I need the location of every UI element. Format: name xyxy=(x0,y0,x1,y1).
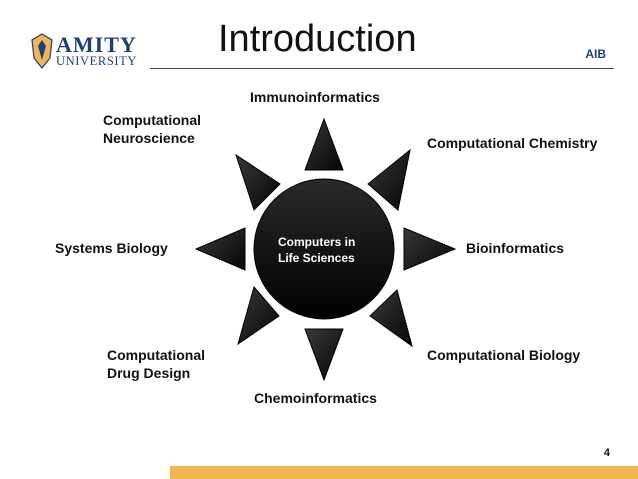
arrow-top-left xyxy=(235,153,281,211)
logo-text-amity: AMITY xyxy=(56,32,137,57)
logo-text-university: UNIVERSITY xyxy=(56,54,137,68)
header-divider xyxy=(150,68,614,69)
page-number: 4 xyxy=(603,447,610,459)
arrow-top-right xyxy=(367,148,411,211)
arrow-bottom-right xyxy=(369,289,413,348)
hub-label: Computers in Life Sciences xyxy=(278,235,356,265)
label-chemoinformatics: Chemoinformatics xyxy=(254,390,377,406)
arrow-top xyxy=(304,117,344,171)
footer-bar xyxy=(170,466,638,479)
label-line: Computational xyxy=(103,112,201,128)
label-computational-chemistry: Computational Chemistry xyxy=(427,135,598,151)
crest-icon xyxy=(31,33,53,69)
label-line: Drug Design xyxy=(107,365,191,381)
label-line: Neuroscience xyxy=(103,130,195,146)
amity-logo: AMITY UNIVERSITY xyxy=(30,32,150,72)
label-computational-biology: Computational Biology xyxy=(427,347,581,363)
page-title: Introduction xyxy=(218,18,417,60)
arrow-bottom-left xyxy=(237,285,280,346)
arrow-right xyxy=(403,227,457,271)
label-line: Computational xyxy=(107,347,205,363)
label-immunoinformatics: Immunoinformatics xyxy=(250,89,380,105)
label-computational-neuroscience: Computational Neuroscience xyxy=(103,111,201,147)
label-computational-drug-design: Computational Drug Design xyxy=(107,346,205,382)
header-tag: AIB xyxy=(585,47,606,61)
label-bioinformatics: Bioinformatics xyxy=(466,240,565,256)
arrow-bottom xyxy=(304,328,344,382)
arrow-left xyxy=(194,227,246,271)
label-systems-biology: Systems Biology xyxy=(55,240,168,256)
hub-circle xyxy=(253,178,395,320)
